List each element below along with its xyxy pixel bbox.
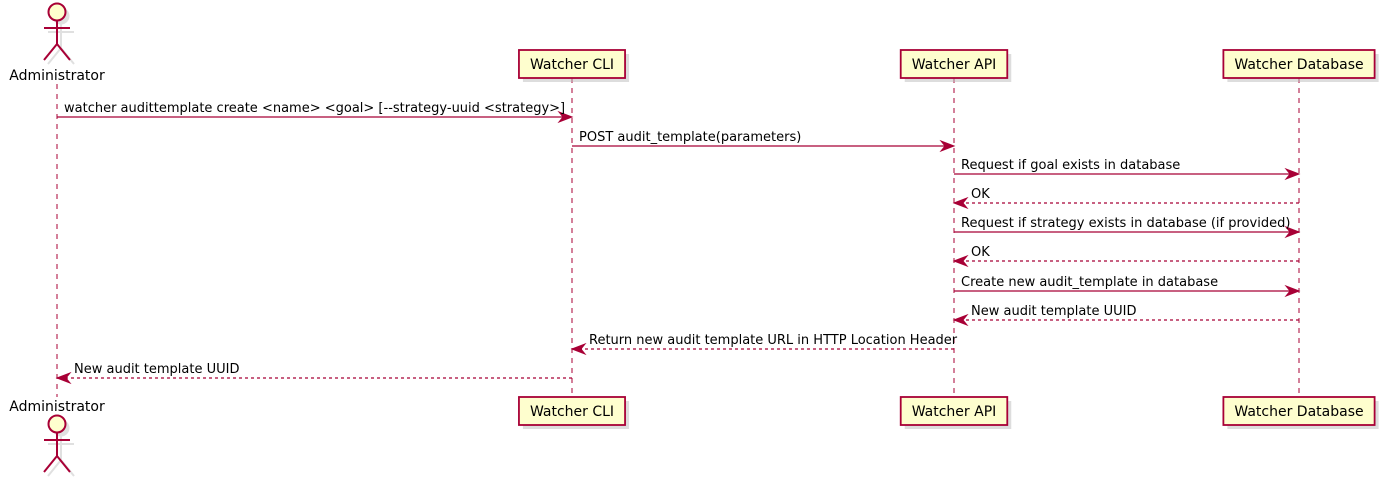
actor-head <box>47 2 67 22</box>
message-arrowhead-6 <box>952 254 969 268</box>
message-arrowhead-10 <box>55 371 72 385</box>
participant-label-bottom-1: Watcher CLI <box>530 404 614 420</box>
message-arrowhead-4 <box>952 196 969 210</box>
message-label-4: OK <box>971 187 990 202</box>
message-arrowhead-7 <box>1284 284 1301 298</box>
actor-label-bottom: Administrator <box>9 399 105 415</box>
participant-label-top-3: Watcher Database <box>1234 57 1363 73</box>
actor-shadow-part <box>47 24 75 65</box>
message-label-3: Request if goal exists in database <box>961 158 1180 173</box>
participant-box-bottom-2 <box>899 396 1009 426</box>
participant-label-bottom-2: Watcher API <box>912 404 997 420</box>
message-arrowhead-9 <box>570 342 587 356</box>
message-label-9: Return new audit template URL in HTTP Lo… <box>589 333 958 348</box>
actor-figure-top <box>43 2 75 65</box>
message-label-5: Request if strategy exists in database (… <box>961 216 1290 231</box>
message-arrowhead-3 <box>1284 167 1301 181</box>
participant-box-top-2 <box>899 49 1009 79</box>
participant-label-bottom-3: Watcher Database <box>1234 404 1363 420</box>
message-label-7: Create new audit_template in database <box>961 275 1218 290</box>
message-label-8: New audit template UUID <box>971 304 1136 319</box>
participant-box-bottom-1 <box>518 396 626 426</box>
participant-box-top-1 <box>518 49 626 79</box>
actor-body <box>43 20 71 61</box>
message-label-1: watcher audittemplate create <name> <goa… <box>64 101 565 116</box>
participant-box-top-3 <box>1222 49 1376 79</box>
message-label-2: POST audit_template(parameters) <box>579 130 801 145</box>
actor-figure-bottom <box>43 414 75 477</box>
actor-body <box>43 432 71 473</box>
participant-label-top-2: Watcher API <box>912 57 997 73</box>
message-label-6: OK <box>971 245 990 260</box>
message-arrowhead-5 <box>1284 225 1301 239</box>
actor-head <box>47 414 67 434</box>
message-arrowhead-8 <box>952 313 969 327</box>
message-arrowhead-1 <box>557 110 574 124</box>
participant-label-top-1: Watcher CLI <box>530 57 614 73</box>
message-label-10: New audit template UUID <box>74 362 239 377</box>
actor-shadow-part <box>47 436 75 477</box>
participant-box-bottom-3 <box>1222 396 1376 426</box>
message-arrowhead-2 <box>939 139 956 153</box>
actor-label-top: Administrator <box>9 68 105 84</box>
